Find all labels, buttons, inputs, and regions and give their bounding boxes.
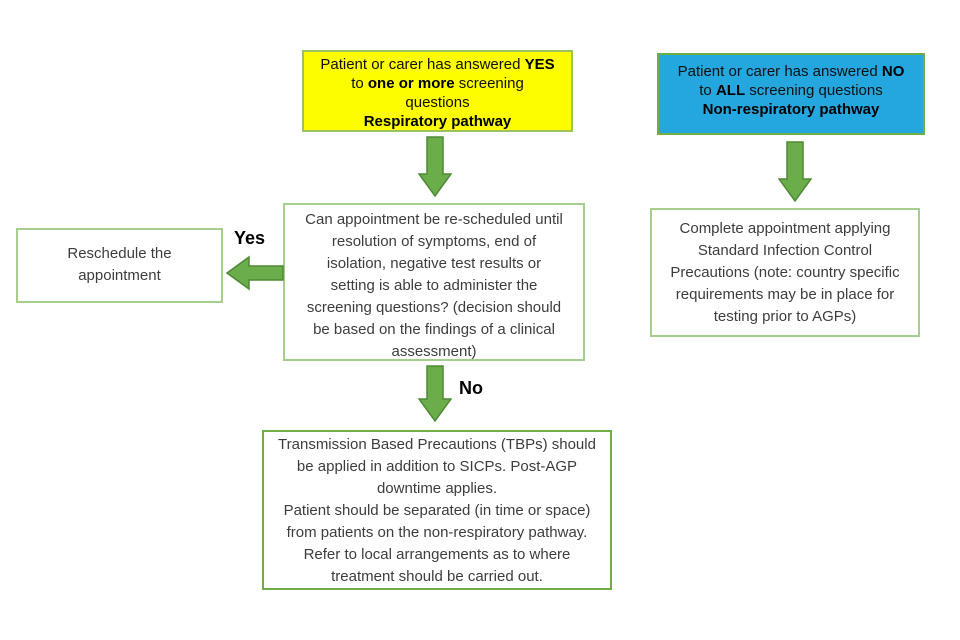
down-arrow-non-respiratory-icon bbox=[778, 141, 812, 203]
header-line: Patient or carer has answered NO bbox=[659, 62, 923, 81]
text-segment-bold: one or more bbox=[367, 75, 455, 92]
text-segment: questions bbox=[405, 94, 470, 111]
header-line: questions bbox=[304, 93, 571, 112]
text-segment: Patient or carer has answered bbox=[677, 63, 882, 80]
node-respiratory-pathway-header: Patient or carer has answered YES to one… bbox=[302, 50, 573, 132]
down-arrow-respiratory-icon bbox=[418, 136, 452, 198]
text-segment: screening bbox=[454, 75, 524, 92]
no-label: No bbox=[459, 378, 483, 398]
header-line: to ALL screening questions bbox=[659, 81, 923, 100]
text-segment-bold: NO bbox=[881, 63, 905, 80]
pathway-title: Non-respiratory pathway bbox=[702, 101, 880, 118]
down-arrow-no-icon bbox=[418, 365, 452, 423]
text-segment: screening questions bbox=[745, 82, 883, 99]
left-arrow-yes-icon bbox=[226, 255, 284, 291]
text-segment: to bbox=[351, 75, 368, 92]
node-reschedule-appointment: Reschedule the appointment bbox=[16, 228, 223, 303]
node-reschedule-question: Can appointment be re-scheduled until re… bbox=[283, 203, 585, 361]
node-complete-appointment: Complete appointment applying Standard I… bbox=[650, 208, 920, 337]
node-transmission-based-precautions: Transmission Based Precautions (TBPs) sh… bbox=[262, 430, 612, 590]
text-segment-bold: ALL bbox=[715, 82, 746, 99]
text-segment-bold: YES bbox=[524, 56, 555, 73]
text-segment: to bbox=[699, 82, 716, 99]
header-line: Patient or carer has answered YES bbox=[304, 55, 571, 74]
header-line: to one or more screening bbox=[304, 74, 571, 93]
pathway-title: Respiratory pathway bbox=[363, 113, 512, 130]
header-line: Non-respiratory pathway bbox=[659, 100, 923, 119]
yes-label: Yes bbox=[234, 228, 266, 248]
text-segment: Patient or carer has answered bbox=[320, 56, 525, 73]
node-non-respiratory-pathway-header: Patient or carer has answered NO to ALL … bbox=[657, 53, 925, 135]
header-line: Respiratory pathway bbox=[304, 112, 571, 131]
